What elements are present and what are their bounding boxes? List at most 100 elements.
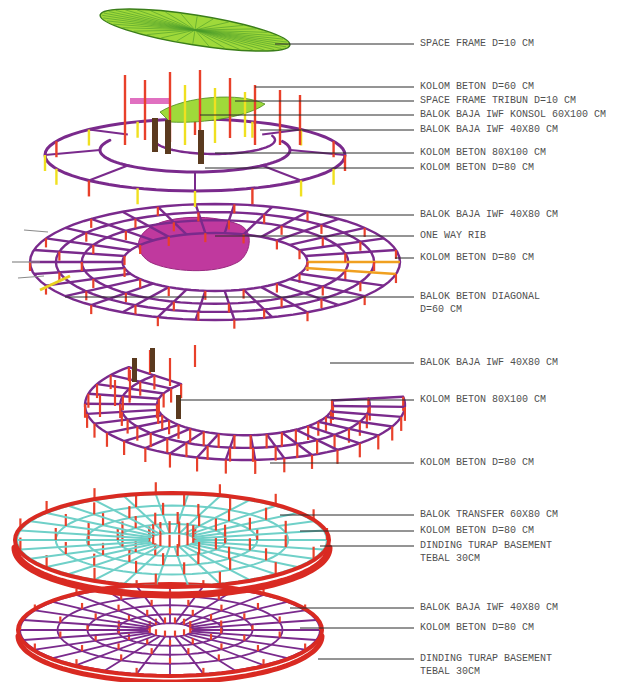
column [332,141,334,157]
crescent-level [85,345,405,474]
radial-beam [174,547,188,586]
leader-lines [65,44,414,659]
space-frame-member [195,29,256,30]
column [359,443,361,457]
column-80x100 [132,358,137,382]
ring-beam [157,384,333,435]
column [81,603,83,609]
column [219,572,221,584]
column [81,645,83,651]
column [299,95,301,145]
column [90,219,92,228]
space-frame-member [195,30,287,42]
column [164,631,166,637]
leader-line [300,531,414,532]
main-level [12,204,400,329]
ring-beam [123,233,308,291]
callout-label: KOLOM BETON 80X100 CM [418,393,627,406]
column [134,219,136,228]
radial-beam [192,632,316,641]
callout-label: BALOK BAJA IWF 40X80 CM [418,356,627,369]
radial-beam [17,539,149,541]
column [197,552,199,564]
column [169,658,171,664]
radial-beam [95,500,161,534]
column [359,282,361,291]
radial-beam [277,219,339,241]
radial-beam [179,496,220,533]
space-frame-member [134,30,195,31]
column [117,605,119,611]
radial-beam [24,632,148,641]
column [93,554,95,566]
column [169,640,171,646]
column [225,460,227,474]
column [233,435,235,449]
column [59,632,61,638]
column [122,396,124,410]
column [377,435,379,449]
column [135,561,137,573]
column [279,90,281,145]
space-frame-member [181,14,195,30]
column [134,305,136,314]
column [332,169,334,185]
radial-beam [20,541,149,549]
column [359,242,361,251]
radial-beam [45,150,100,155]
callout-label: ONE WAY RIB [418,229,627,242]
column [344,253,346,262]
radial-beam [169,637,171,675]
space-frame-member [195,30,276,36]
column [263,215,265,224]
column [85,291,87,300]
column [164,617,166,623]
column [150,433,152,447]
radial-beam [308,261,401,263]
radial-beam [184,635,263,665]
column [196,457,198,471]
column [220,620,222,626]
radial-beam [158,207,187,235]
column [344,155,346,171]
space-frame-member [161,30,195,38]
column [173,302,175,311]
column [203,432,205,446]
column [155,574,157,586]
column [249,518,251,530]
leader-line [260,130,414,131]
radial-beam [169,585,171,623]
space-frame-member [195,30,283,39]
space-frame-member [116,10,195,30]
column [88,130,90,146]
column [281,432,283,446]
radial-beam [20,629,148,631]
column [90,305,92,314]
space-frame-member [195,30,265,50]
column [129,370,131,400]
column [102,513,104,525]
callout-label: BALOK TRANSFER 60X80 CM [418,508,627,521]
column-80x100 [176,395,181,419]
column [366,414,368,428]
column [88,180,90,196]
leader-line [215,236,414,237]
column [169,454,171,468]
column [163,393,165,407]
column [251,122,253,138]
column [263,309,265,318]
space-frame-member [195,16,197,30]
column [184,85,186,145]
diagonal-beam [40,276,70,290]
space-frame-member [125,10,195,30]
radial-beam [30,261,123,263]
column [344,271,346,280]
leader-line [215,153,414,154]
column [194,345,196,367]
radial-beam [194,172,196,191]
column [197,312,199,321]
callout-label: KOLOM BETON 80X100 CM [418,146,627,159]
column [192,525,194,537]
column [174,631,176,637]
radial-beam [225,291,235,320]
